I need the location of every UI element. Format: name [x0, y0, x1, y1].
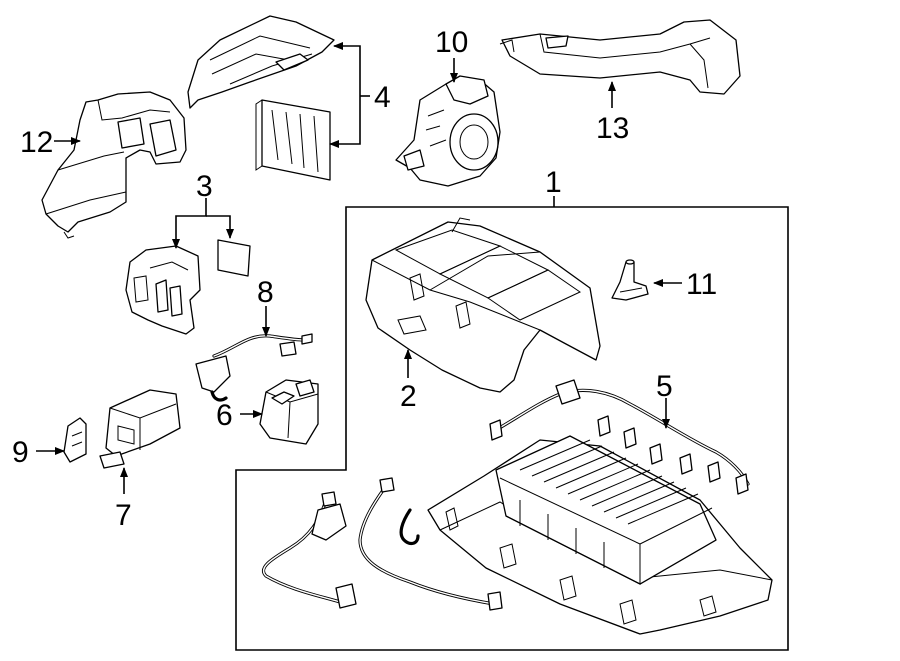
- part-4-cover-upper[interactable]: [187, 15, 335, 109]
- callout-8: 8: [257, 276, 274, 309]
- leader-lines: [36, 42, 682, 494]
- callout-2: 2: [400, 380, 417, 413]
- assembly-frame: [235, 206, 789, 651]
- callout-3: 3: [196, 170, 213, 203]
- callout-11: 11: [686, 268, 717, 301]
- callout-13: 13: [596, 112, 629, 145]
- part-3-pad[interactable]: [217, 239, 251, 277]
- callout-5: 5: [656, 370, 673, 403]
- part-13-duct[interactable]: [499, 19, 741, 95]
- part-10-blower-fan[interactable]: [395, 75, 501, 187]
- part-12-air-duct[interactable]: [41, 91, 187, 239]
- callout-4: 4: [374, 81, 391, 114]
- callout-7: 7: [115, 499, 132, 532]
- part-3-bracket[interactable]: [125, 245, 201, 335]
- part-7-control-module[interactable]: [99, 389, 181, 469]
- part-11-bracket[interactable]: [611, 259, 649, 301]
- part-5-main-harness[interactable]: [489, 379, 750, 495]
- part-4-cover-lower[interactable]: [255, 99, 331, 181]
- part-6-relay-box[interactable]: [259, 379, 319, 445]
- part-9-sensor[interactable]: [63, 417, 87, 463]
- battery-cell-stack[interactable]: [495, 435, 717, 585]
- part-8-harness[interactable]: [195, 333, 313, 402]
- callout-1: 1: [545, 166, 562, 199]
- callout-6: 6: [216, 399, 233, 432]
- part-2-battery-cover[interactable]: [365, 217, 601, 393]
- callout-9: 9: [12, 436, 29, 469]
- callout-12: 12: [20, 126, 53, 159]
- callout-10: 10: [435, 26, 468, 59]
- battery-cable-right[interactable]: [358, 477, 503, 611]
- battery-cable-left[interactable]: [261, 491, 357, 609]
